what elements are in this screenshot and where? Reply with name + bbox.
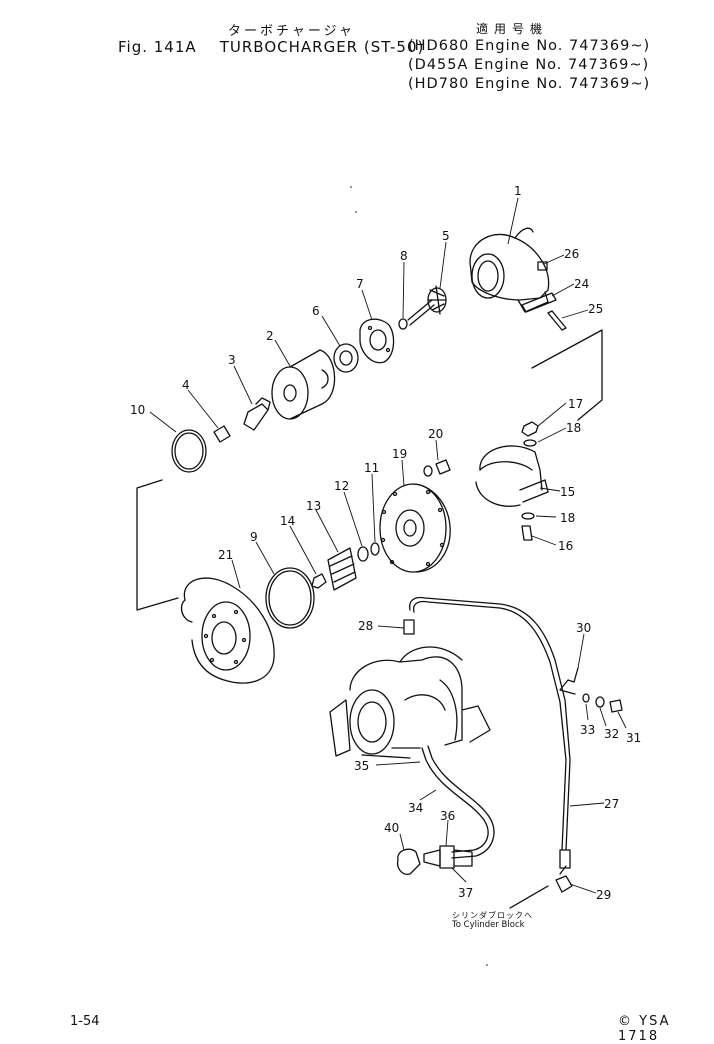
part-seal	[370, 542, 380, 556]
callout-6: 6	[312, 304, 320, 318]
callout-30: 30	[576, 621, 591, 635]
part-turbine-housing	[180, 577, 275, 684]
part-oil-inlet-pipe	[403, 596, 571, 869]
figure-label: Fig. 141A	[118, 38, 197, 56]
applicability-line: (HD780 Engine No. 747369~)	[408, 76, 651, 92]
part-bolt	[521, 525, 533, 541]
part-elbow	[396, 848, 421, 875]
page-number: 1-54	[70, 1014, 100, 1029]
applicability-line: (D455A Engine No. 747369~)	[408, 57, 650, 73]
callout-27: 27	[604, 797, 619, 811]
callout-29: 29	[596, 888, 611, 902]
callout-25: 25	[588, 302, 603, 316]
callout-18-lower: 18	[560, 511, 575, 525]
callout-32: 32	[604, 727, 619, 741]
part-nut	[537, 261, 548, 271]
part-turbine-shaft	[407, 285, 447, 326]
part-bolt	[609, 699, 623, 713]
callout-10: 10	[130, 403, 145, 417]
callout-34: 34	[408, 801, 423, 815]
callout-1: 1	[514, 184, 522, 198]
figure-title: Fig. 141A TURBOCHARGER (ST-50)	[118, 38, 424, 56]
part-v-clamp	[475, 445, 549, 507]
callout-12: 12	[334, 479, 349, 493]
part-washer	[595, 696, 605, 708]
callout-8: 8	[400, 249, 408, 263]
callout-24: 24	[574, 277, 589, 291]
callout-20: 20	[428, 427, 443, 441]
part-nut	[521, 421, 539, 437]
part-center-housing	[271, 349, 336, 420]
callout-labels: 1 2 3 4 5 6 7 8 9 10 11 12 13 14 15 16 1…	[130, 184, 641, 902]
part-oil-drain-pipe	[421, 745, 495, 859]
leader-lines	[149, 197, 627, 894]
part-thrust-plate	[359, 318, 395, 364]
header: ターボチャージャ Fig. 141A TURBOCHARGER (ST-50) …	[0, 0, 714, 100]
callout-21: 21	[218, 548, 233, 562]
document-code: © YSA 1718	[618, 1014, 671, 1044]
callout-14: 14	[280, 514, 295, 528]
part-elbow	[555, 865, 573, 893]
callout-40: 40	[384, 821, 399, 835]
part-washer	[333, 343, 359, 373]
part-spacer	[357, 546, 369, 562]
callout-33: 33	[580, 723, 595, 737]
part-backplate	[379, 483, 451, 573]
callout-18: 18	[566, 421, 581, 435]
part-lock-plate	[521, 292, 557, 313]
callout-9: 9	[250, 530, 258, 544]
figure-name: TURBOCHARGER (ST-50)	[219, 38, 425, 56]
callout-35: 35	[354, 759, 369, 773]
part-gasket	[213, 425, 231, 443]
part-washer	[582, 693, 590, 703]
callout-2: 2	[266, 329, 274, 343]
part-bolt	[435, 459, 451, 475]
callout-5: 5	[442, 229, 450, 243]
part-washer	[523, 439, 537, 447]
callout-3: 3	[228, 353, 236, 367]
destination-japanese: シリンダブロックへ	[452, 911, 533, 920]
part-assembled-turbocharger	[329, 646, 491, 759]
part-nut	[311, 573, 327, 589]
applicability-line: (HD680 Engine No. 747369~)	[408, 38, 651, 54]
part-seal-ring	[398, 318, 408, 330]
applicability-japanese: 適用号機	[476, 22, 549, 36]
destination-label: To Cylinder Block	[452, 920, 525, 930]
scan-specks	[350, 186, 488, 966]
callout-11: 11	[364, 461, 379, 475]
part-connector	[423, 845, 473, 869]
part-o-ring	[265, 567, 315, 629]
callout-28: 28	[358, 619, 373, 633]
leader-bracket	[136, 479, 179, 611]
callout-7: 7	[356, 277, 364, 291]
callout-26: 26	[564, 247, 579, 261]
callout-4: 4	[182, 378, 190, 392]
part-clip	[559, 667, 579, 695]
callout-13: 13	[306, 499, 321, 513]
callout-37: 37	[458, 886, 473, 900]
title-japanese: ターボチャージャ	[228, 24, 355, 39]
callout-17: 17	[568, 397, 583, 411]
leader-bracket	[531, 329, 603, 421]
part-bolt	[547, 310, 567, 331]
callout-36: 36	[440, 809, 455, 823]
leader-arrow	[509, 885, 549, 909]
part-bearing	[243, 397, 271, 431]
callout-31: 31	[626, 731, 641, 745]
part-o-ring	[171, 429, 207, 473]
part-compressor-housing	[469, 227, 550, 313]
callout-19: 19	[392, 447, 407, 461]
callout-16: 16	[558, 539, 573, 553]
callout-15: 15	[560, 485, 575, 499]
part-compressor-wheel	[327, 547, 357, 591]
